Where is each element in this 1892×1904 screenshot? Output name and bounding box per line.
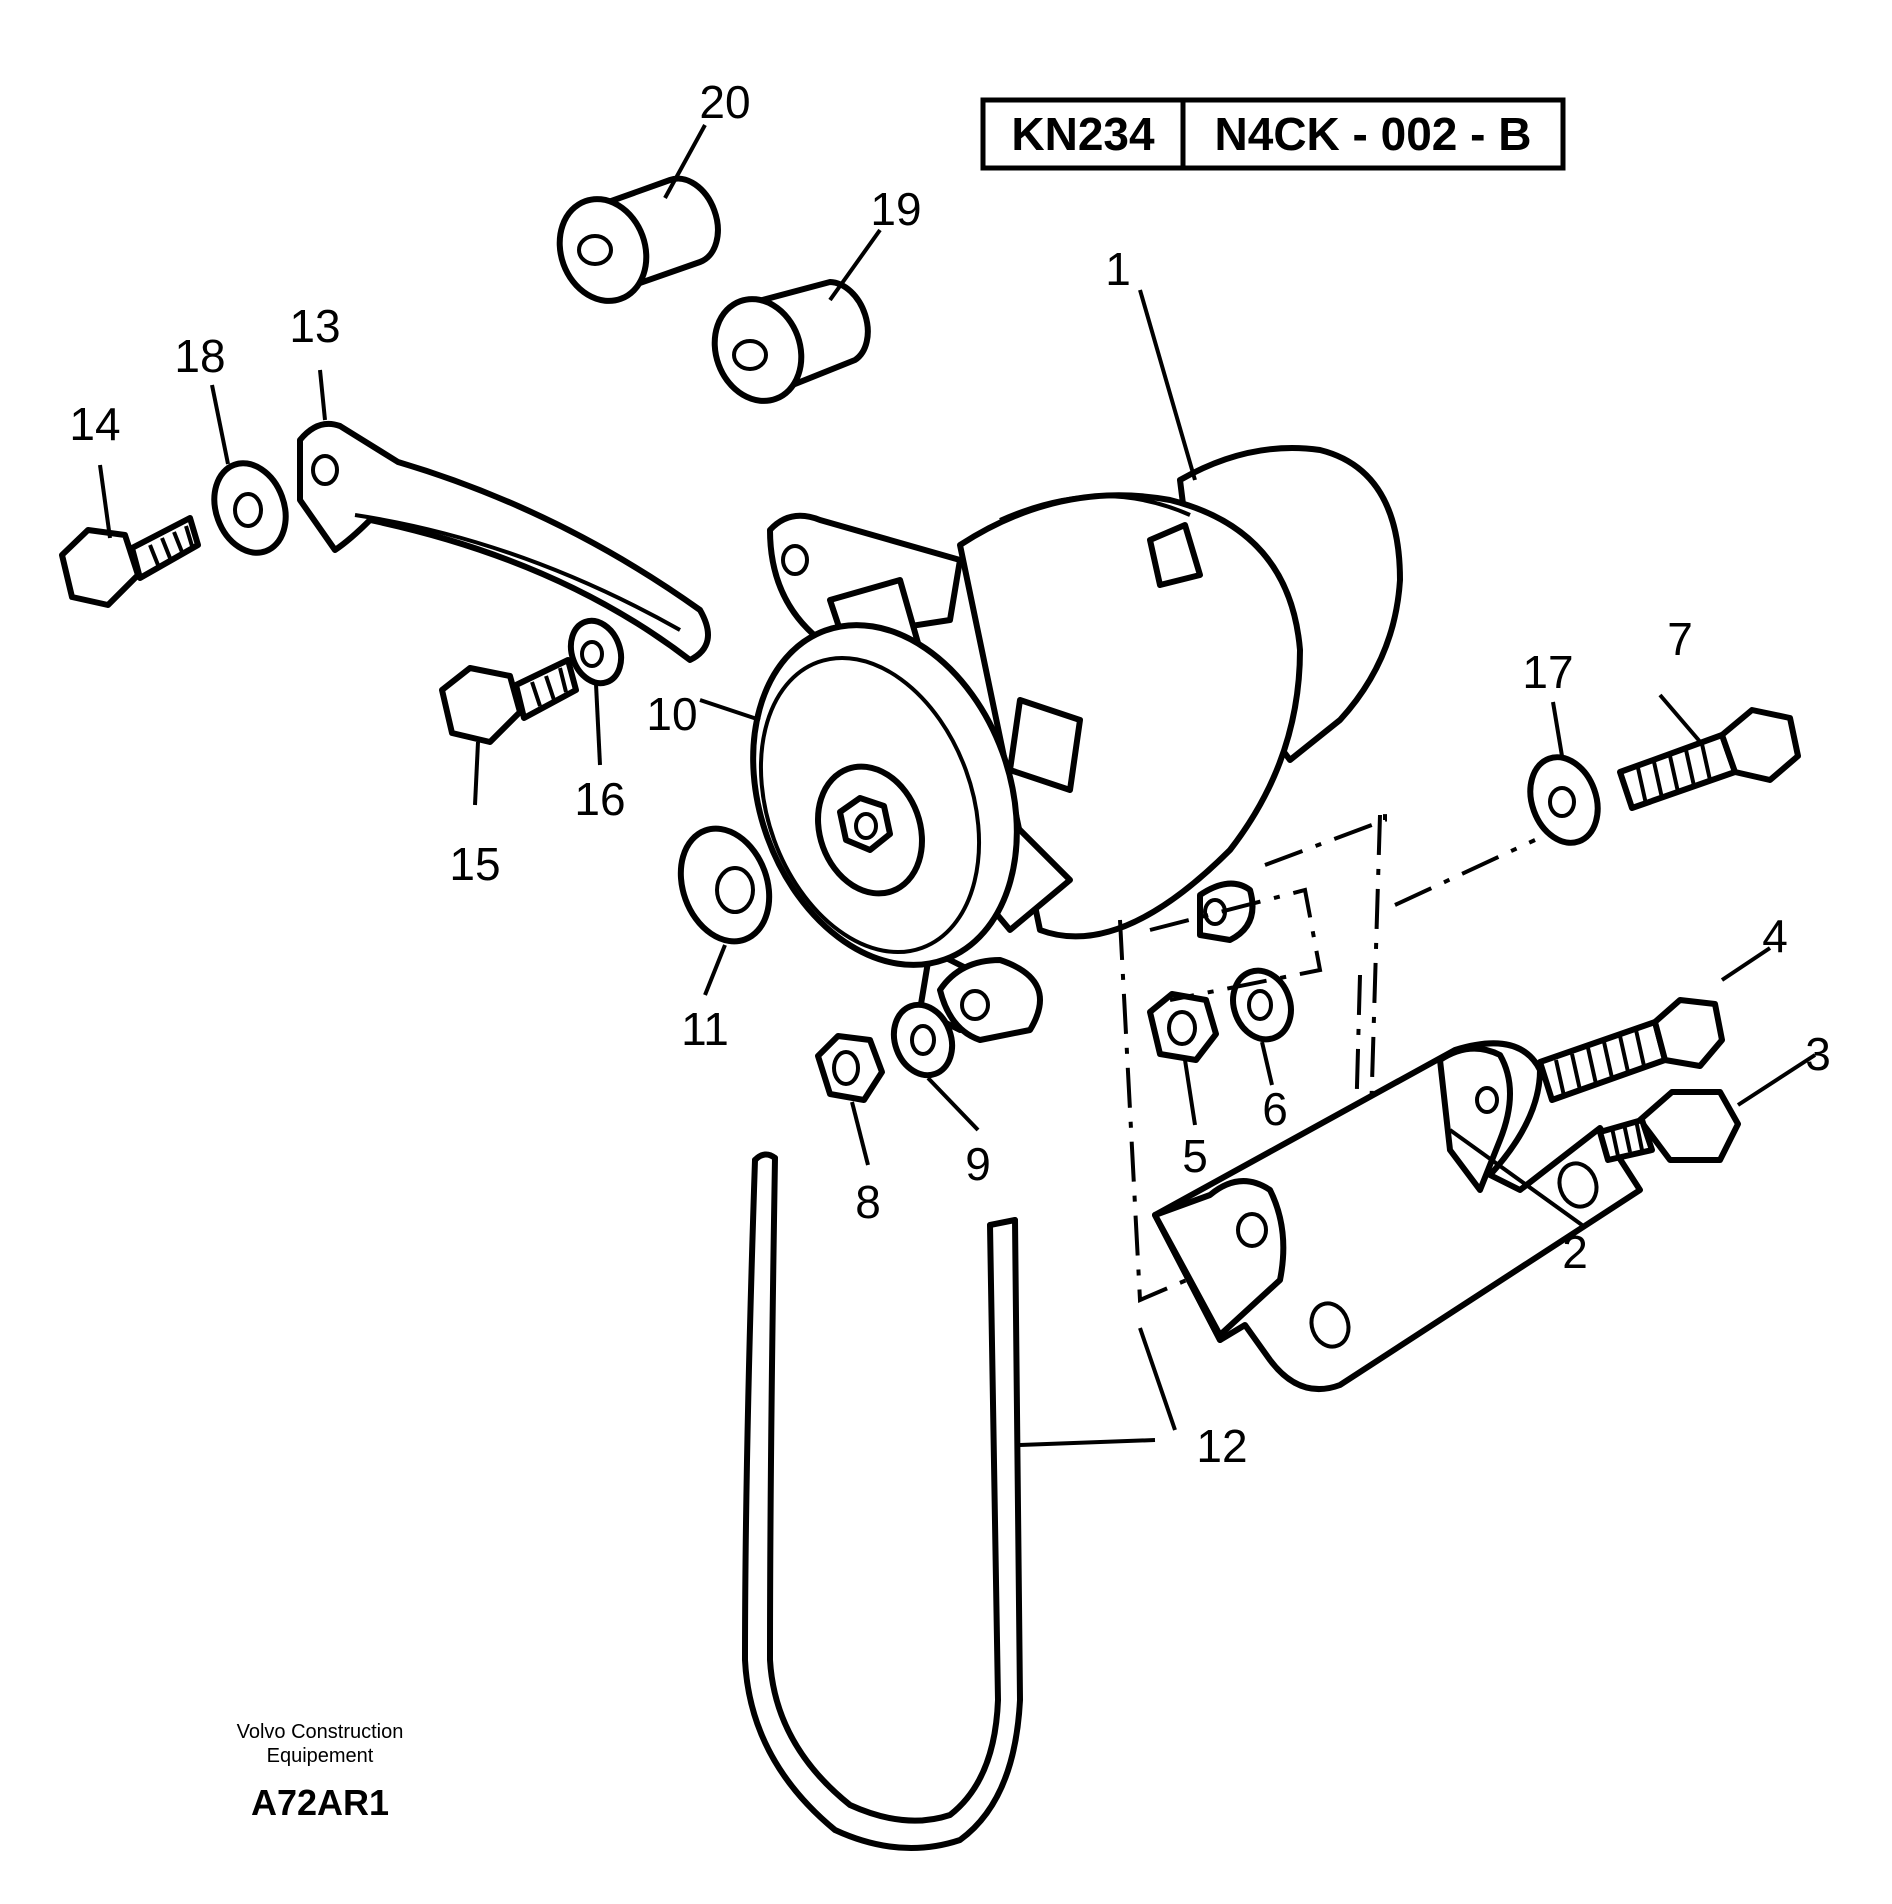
part-9-lock-washer [890,1001,956,1079]
callout-17: 17 [1522,646,1573,698]
part-18-washer [211,460,289,556]
code-left: KN234 [1011,108,1155,160]
part-8-nut [815,1033,885,1103]
callout-6: 6 [1262,1083,1288,1135]
maker-line-2: Equipement [267,1745,374,1767]
part-17-washer [1527,754,1601,846]
part-13-adjusting-arm [297,420,711,663]
drawing-id: A72AR1 [251,1782,389,1823]
callout-2: 2 [1562,1226,1588,1278]
callout-9: 9 [965,1138,991,1190]
callout-12: 12 [1196,1420,1247,1472]
callout-1: 1 [1105,243,1131,295]
part-10-pulley [750,622,1020,968]
callout-13: 13 [289,300,340,352]
part-20-bushing [556,175,721,304]
callout-8: 8 [855,1176,881,1228]
code-right: N4CK - 002 - B [1215,108,1532,160]
footer: Volvo Construction Equipement A72AR1 [237,1721,404,1823]
callout-numbers: 1 2 3 4 5 6 7 8 9 10 11 12 13 14 15 16 1… [69,76,1830,1472]
part-16-lock-washer [567,617,625,687]
part-2-mounting-bracket [1152,1040,1643,1393]
part-14-bolt [59,515,201,608]
part-7-bolt [1617,707,1801,811]
part-3-bolt [1597,1089,1741,1163]
drawing-code-box: KN234 N4CK - 002 - B [980,97,1566,171]
part-15-bolt [439,657,579,745]
callout-18: 18 [174,330,225,382]
callout-7: 7 [1667,613,1693,665]
callout-14: 14 [69,398,120,450]
callout-4: 4 [1762,910,1788,962]
callout-5: 5 [1182,1130,1208,1182]
leader-lines [98,124,1817,1447]
callout-11: 11 [681,1003,729,1055]
part-19-bushing [711,279,871,404]
part-6-lock-washer [1230,967,1294,1043]
callout-15: 15 [449,838,500,890]
callout-20: 20 [699,76,750,128]
callout-19: 19 [870,183,921,235]
part-4-bolt [1537,997,1725,1103]
part-12-v-belt [742,1151,1023,1851]
callout-16: 16 [574,773,625,825]
part-11-washer [677,825,773,945]
part-5-nut [1147,991,1219,1063]
callout-10: 10 [646,688,697,740]
callout-3: 3 [1805,1028,1831,1080]
maker-line-1: Volvo Construction [237,1721,404,1743]
part-1-alternator [767,445,1403,1043]
